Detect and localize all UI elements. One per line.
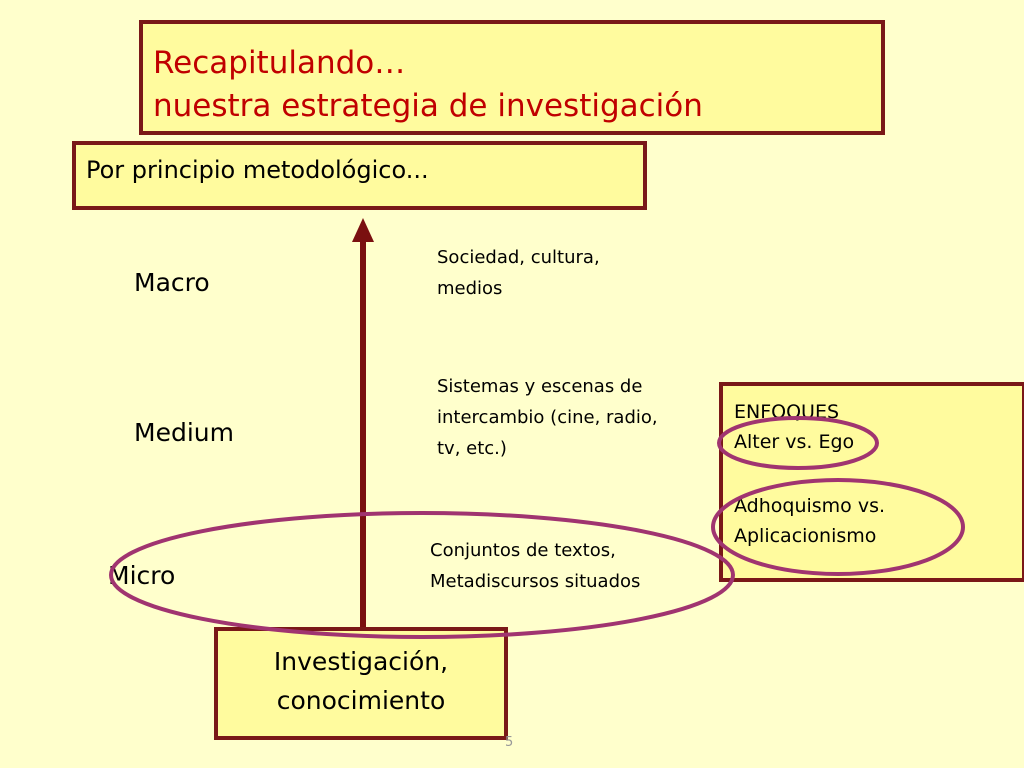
desc-medium-line: Sistemas y escenas de [437,376,643,397]
desc-medium: Sistemas y escenas de intercambio (cine,… [437,371,658,464]
approaches-spacer [734,457,1022,491]
level-label-micro: Micro [108,561,176,590]
approach-adhoquismo: Adhoquismo vs. [734,495,886,517]
levels-arrow-head [352,218,374,242]
desc-micro: Conjuntos de textos, Metadiscursos situa… [430,535,640,597]
desc-macro-line: medios [437,278,503,299]
title-line-1: Recapitulando… [153,45,406,81]
desc-medium-line: intercambio (cine, radio, [437,407,658,428]
title-line-2: nuestra estrategia de investigación [153,88,703,124]
desc-macro-line: Sociedad, cultura, [437,247,600,268]
desc-macro: Sociedad, cultura, medios [437,242,600,304]
level-label-macro: Macro [134,268,210,297]
research-line: Investigación, [273,647,449,676]
desc-micro-line: Conjuntos de textos, [430,540,616,561]
slide-number: 5 [505,735,514,750]
title-box: Recapitulando… nuestra estrategia de inv… [139,20,885,135]
approach-alter-ego: Alter vs. Ego [734,431,855,453]
desc-medium-line: tv, etc.) [437,438,507,459]
principle-box: Por principio metodológico... [72,141,647,210]
principle-text: Por principio metodológico... [86,156,429,184]
approach-aplicacionismo: Aplicacionismo [734,525,877,547]
approaches-box: ENFOQUES Alter vs. Ego Adhoquismo vs. Ap… [719,382,1024,582]
research-box: Investigación, conocimiento [214,627,508,740]
desc-micro-line: Metadiscursos situados [430,571,641,592]
approaches-heading: ENFOQUES [734,401,840,423]
research-line: conocimiento [276,686,446,715]
level-label-medium: Medium [134,418,234,447]
